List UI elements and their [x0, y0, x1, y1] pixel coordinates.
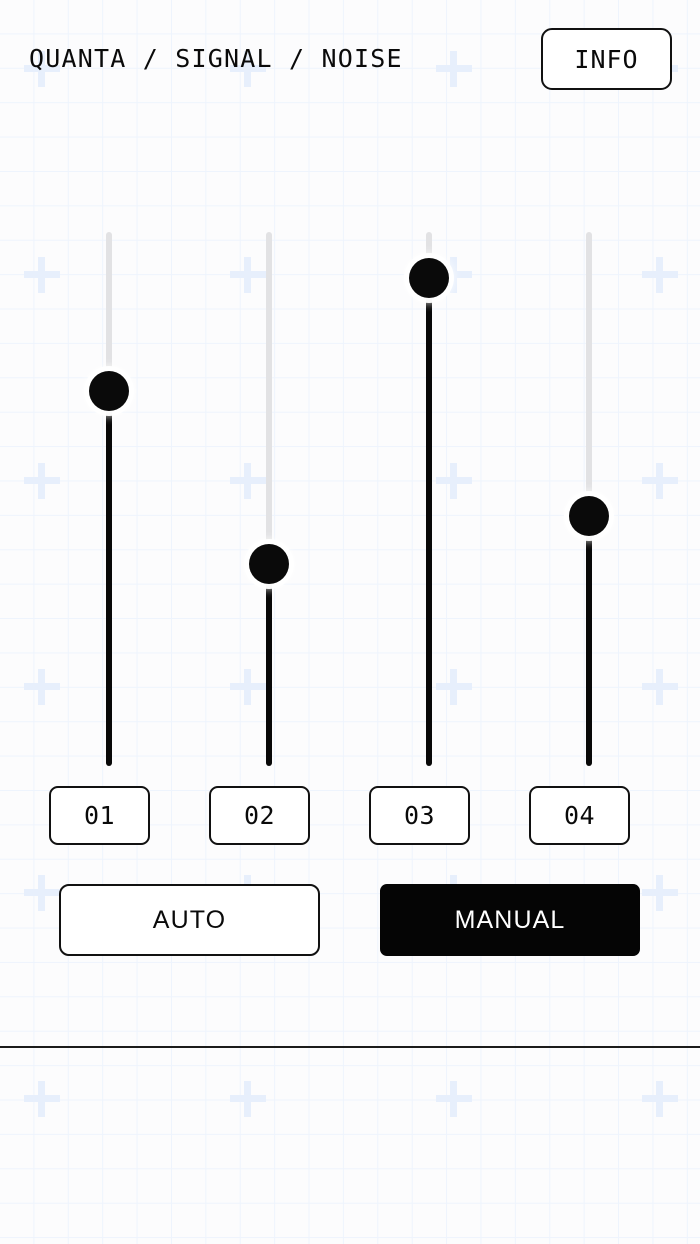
- transport-divider: [0, 1046, 700, 1048]
- slider-label-button-04[interactable]: 04: [529, 786, 630, 845]
- slider-02[interactable]: 02: [189, 0, 349, 860]
- slider-track-empty[interactable]: [106, 232, 112, 391]
- slider-track-fill[interactable]: [106, 391, 112, 766]
- mode-selector: AUTO MANUAL: [0, 884, 700, 960]
- slider-knob-04[interactable]: [569, 496, 609, 536]
- slider-label-button-01[interactable]: 01: [49, 786, 150, 845]
- slider-track-empty[interactable]: [426, 232, 432, 278]
- slider-bank: 01 02 03 04: [29, 0, 669, 860]
- slider-track-fill[interactable]: [266, 564, 272, 766]
- slider-04[interactable]: 04: [509, 0, 669, 860]
- slider-01[interactable]: 01: [29, 0, 189, 860]
- slider-knob-03[interactable]: [409, 258, 449, 298]
- slider-track-fill[interactable]: [586, 516, 592, 766]
- mode-button-manual[interactable]: MANUAL: [380, 884, 640, 956]
- header: QUANTA / SIGNAL / NOISE INFO: [0, 0, 700, 118]
- slider-knob-02[interactable]: [249, 544, 289, 584]
- slider-track-fill[interactable]: [426, 278, 432, 766]
- slider-label-button-03[interactable]: 03: [369, 786, 470, 845]
- transport-bar: 00:20 -04:13: [0, 1047, 700, 1244]
- page-title: QUANTA / SIGNAL / NOISE: [29, 44, 403, 73]
- mode-button-auto[interactable]: AUTO: [59, 884, 320, 956]
- slider-label-button-02[interactable]: 02: [209, 786, 310, 845]
- slider-03[interactable]: 03: [349, 0, 509, 860]
- slider-track-empty[interactable]: [586, 232, 592, 516]
- info-button[interactable]: INFO: [541, 28, 672, 90]
- slider-track-empty[interactable]: [266, 232, 272, 564]
- slider-knob-01[interactable]: [89, 371, 129, 411]
